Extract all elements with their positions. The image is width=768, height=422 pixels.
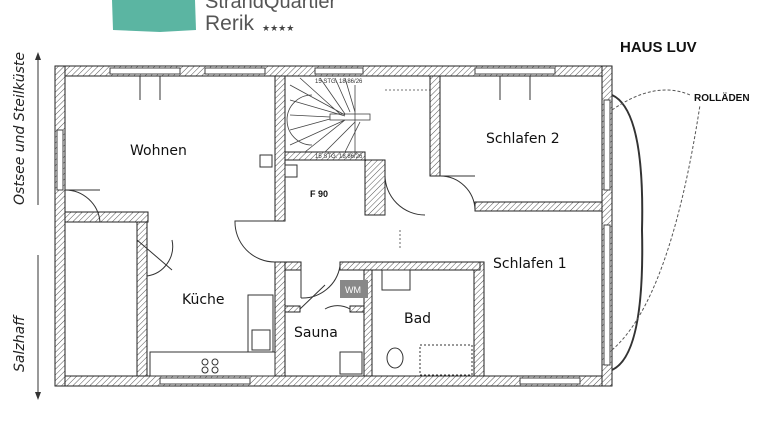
bay-window bbox=[611, 94, 644, 371]
stove-icon bbox=[284, 164, 298, 178]
doors bbox=[64, 76, 531, 310]
room-schlafen-2: Schlafen 2 bbox=[486, 131, 560, 147]
stairs-top-label: 15 STG. 18,86/26 bbox=[315, 79, 363, 85]
staircase bbox=[286, 77, 430, 250]
room-bad: Bad bbox=[404, 311, 431, 327]
room-sauna: Sauna bbox=[294, 325, 338, 341]
room-schlafen-1: Schlafen 1 bbox=[493, 256, 567, 272]
shutters-label: ROLLÄDEN bbox=[694, 91, 750, 104]
orientation-bottom-label: Salzhaff bbox=[12, 314, 28, 372]
fire-door-label: F 90 bbox=[310, 189, 328, 199]
logo-brand-line1: StrandQuartier bbox=[205, 0, 337, 13]
logo: StrandQuartier Rerik ★★★★ bbox=[112, 0, 337, 35]
washing-machine-label: WM bbox=[345, 285, 361, 295]
room-wohnen: Wohnen bbox=[130, 143, 187, 159]
windows bbox=[56, 67, 611, 385]
logo-brand-line2: Rerik bbox=[205, 12, 255, 35]
logo-stars: ★★★★ bbox=[262, 23, 294, 33]
chimney bbox=[259, 154, 273, 168]
washing-machine bbox=[340, 280, 368, 298]
stairs-bottom-label: 15 STG. 18,86/26 bbox=[315, 154, 363, 160]
house-title: HAUS LUV bbox=[620, 39, 697, 56]
orientation-top-label: Ostsee und Steilküste bbox=[12, 52, 28, 205]
fixtures bbox=[149, 269, 473, 377]
orientation-bottom: Salzhaff bbox=[12, 255, 41, 400]
orientation-top: Ostsee und Steilküste bbox=[12, 52, 41, 205]
room-kueche: Küche bbox=[182, 292, 225, 308]
